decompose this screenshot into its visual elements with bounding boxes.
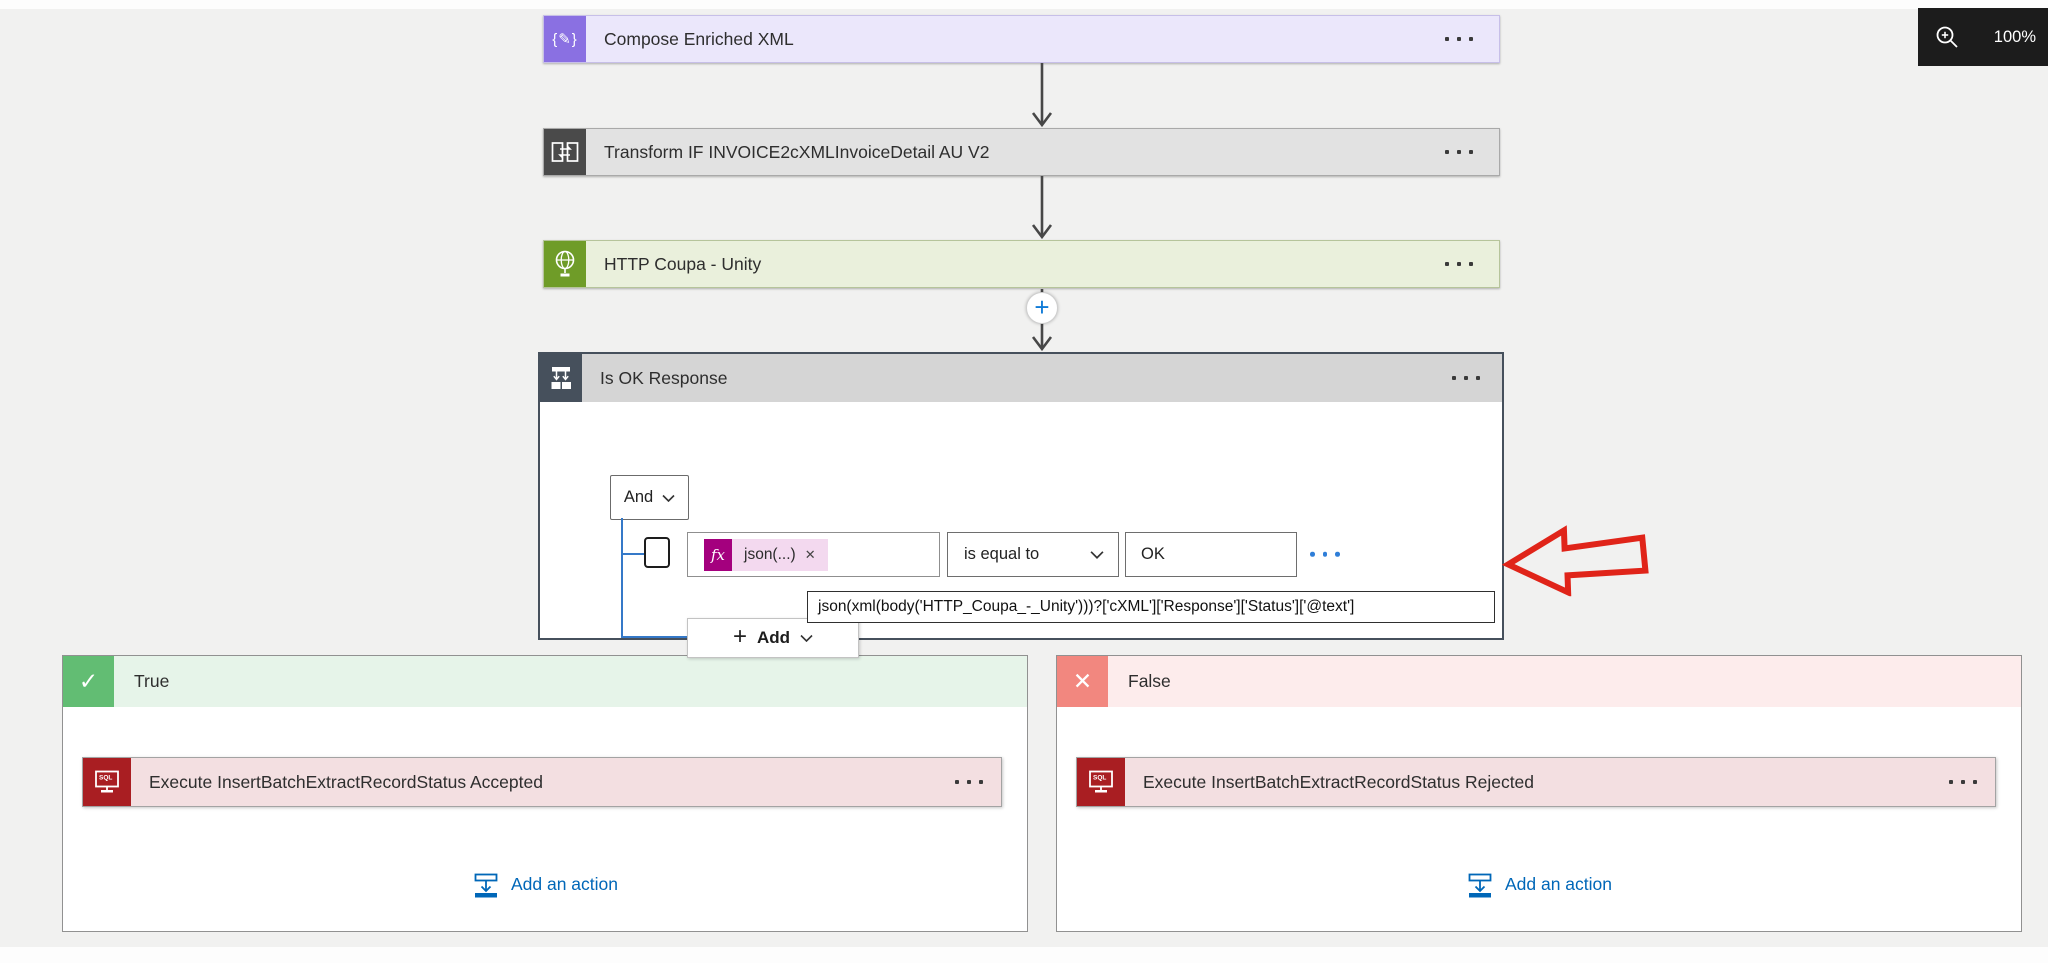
add-an-action-link[interactable]: Add an action [63,866,1027,902]
bottom-margin [0,947,2048,963]
annotation-left-arrow-icon [1501,525,1649,598]
sql-icon: SQL [1077,758,1125,806]
row-ellipsis-menu-icon[interactable] [1310,551,1476,557]
condition-expression-field[interactable]: fx json(...) ✕ [687,532,940,577]
http-globe-icon [544,241,586,287]
xml-transform-icon [544,129,586,175]
condition-row-checkbox[interactable] [644,537,670,568]
chevron-down-icon [800,634,813,642]
action-title: Execute InsertBatchExtractRecordStatus A… [149,771,543,792]
fx-function-icon: fx [704,538,732,571]
condition-block: Is OK Response And fx json(...) ✕ is equ… [538,352,1504,658]
condition-branch-icon [540,354,582,402]
zoom-level-label: 100% [1993,27,2036,46]
chevron-down-icon [662,494,675,502]
condition-add-button[interactable]: + Add [687,618,859,658]
true-branch-container: ✓ True SQL Execute InsertBatchExtractRec… [62,655,1028,932]
ellipsis-menu-icon[interactable] [1445,262,1473,266]
action-title: Compose Enriched XML [604,28,794,49]
action-title: HTTP Coupa - Unity [604,253,762,274]
condition-tree-line [623,553,644,555]
action-title: Execute InsertBatchExtractRecordStatus R… [1143,771,1535,792]
insert-step-button[interactable]: + [1026,292,1058,324]
svg-text:SQL: SQL [99,775,112,782]
condition-body: And fx json(...) ✕ is equal to json(xml(… [540,402,1502,658]
sql-icon: SQL [83,758,131,806]
ellipsis-menu-icon[interactable] [1445,37,1473,41]
action-card-transform-xml[interactable]: Transform IF INVOICE2cXMLInvoiceDetail A… [543,128,1500,176]
add-an-action-link[interactable]: Add an action [1057,866,2021,902]
action-title: Transform IF INVOICE2cXMLInvoiceDetail A… [604,141,990,162]
false-branch-container: ✕ False SQL Execute InsertBatchExtractRe… [1056,655,2022,932]
chevron-down-icon [1090,551,1104,559]
plus-icon: + [732,623,747,650]
svg-text:SQL: SQL [1093,775,1106,782]
condition-header[interactable]: Is OK Response [540,354,1502,402]
check-icon: ✓ [63,656,114,707]
branch-label: True [134,671,170,691]
remove-token-icon[interactable]: ✕ [804,546,816,562]
ellipsis-menu-icon[interactable] [955,780,983,784]
ellipsis-menu-icon[interactable] [1452,376,1480,380]
action-card-execute-rejected[interactable]: SQL Execute InsertBatchExtractRecordStat… [1076,757,1996,807]
expression-token-label: json(...) [744,545,796,563]
branch-label: False [1128,671,1171,691]
action-card-execute-accepted[interactable]: SQL Execute InsertBatchExtractRecordStat… [82,757,1002,807]
condition-tree-line [621,518,623,638]
zoom-in-magnifier-icon [1936,26,1958,48]
compose-icon: {✎} [544,16,586,62]
ellipsis-menu-icon[interactable] [1949,780,1977,784]
expression-token-pill[interactable]: fx json(...) ✕ [704,538,828,571]
true-branch-header: ✓ True [63,656,1027,707]
cross-icon: ✕ [1057,656,1108,707]
action-card-compose[interactable]: {✎} Compose Enriched XML [543,15,1500,63]
connector-arrow-icon [1031,63,1053,128]
connector-arrow-icon [1031,176,1053,240]
condition-tree-line [623,636,687,638]
ellipsis-menu-icon[interactable] [1445,150,1473,154]
zoom-control[interactable]: 100% [1918,8,2048,66]
expression-tooltip: json(xml(body('HTTP_Coupa_-_Unity')))?['… [807,591,1495,623]
top-margin [0,0,2048,9]
add-action-icon [1468,873,1492,898]
condition-title: Is OK Response [600,367,728,388]
add-action-icon [474,873,498,898]
condition-relation-select[interactable]: is equal to [947,532,1119,577]
condition-operator-select[interactable]: And [610,475,689,520]
action-card-http[interactable]: HTTP Coupa - Unity [543,240,1500,288]
false-branch-header: ✕ False [1057,656,2021,707]
condition-value-input[interactable] [1125,532,1297,577]
